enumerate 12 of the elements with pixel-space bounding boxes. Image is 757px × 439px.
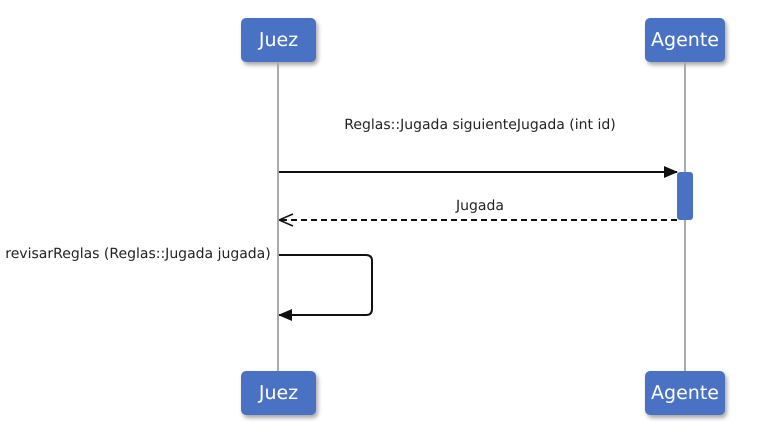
- message-label: revisarReglas (Reglas::Jugada jugada): [4, 246, 272, 262]
- participant-box: Juez: [241, 371, 316, 415]
- self-message-arrow: [278, 254, 373, 321]
- lifeline: [277, 62, 279, 371]
- participant-box: Juez: [241, 18, 316, 62]
- message-arrow: [279, 166, 678, 178]
- participant-box: Agente: [645, 371, 725, 415]
- activation-bar: [677, 172, 693, 220]
- participant-box: Agente: [645, 18, 725, 62]
- message-label: Jugada: [454, 198, 505, 214]
- return-arrow: [278, 213, 677, 227]
- message-label: Reglas::Jugada siguienteJugada (int id): [343, 117, 617, 133]
